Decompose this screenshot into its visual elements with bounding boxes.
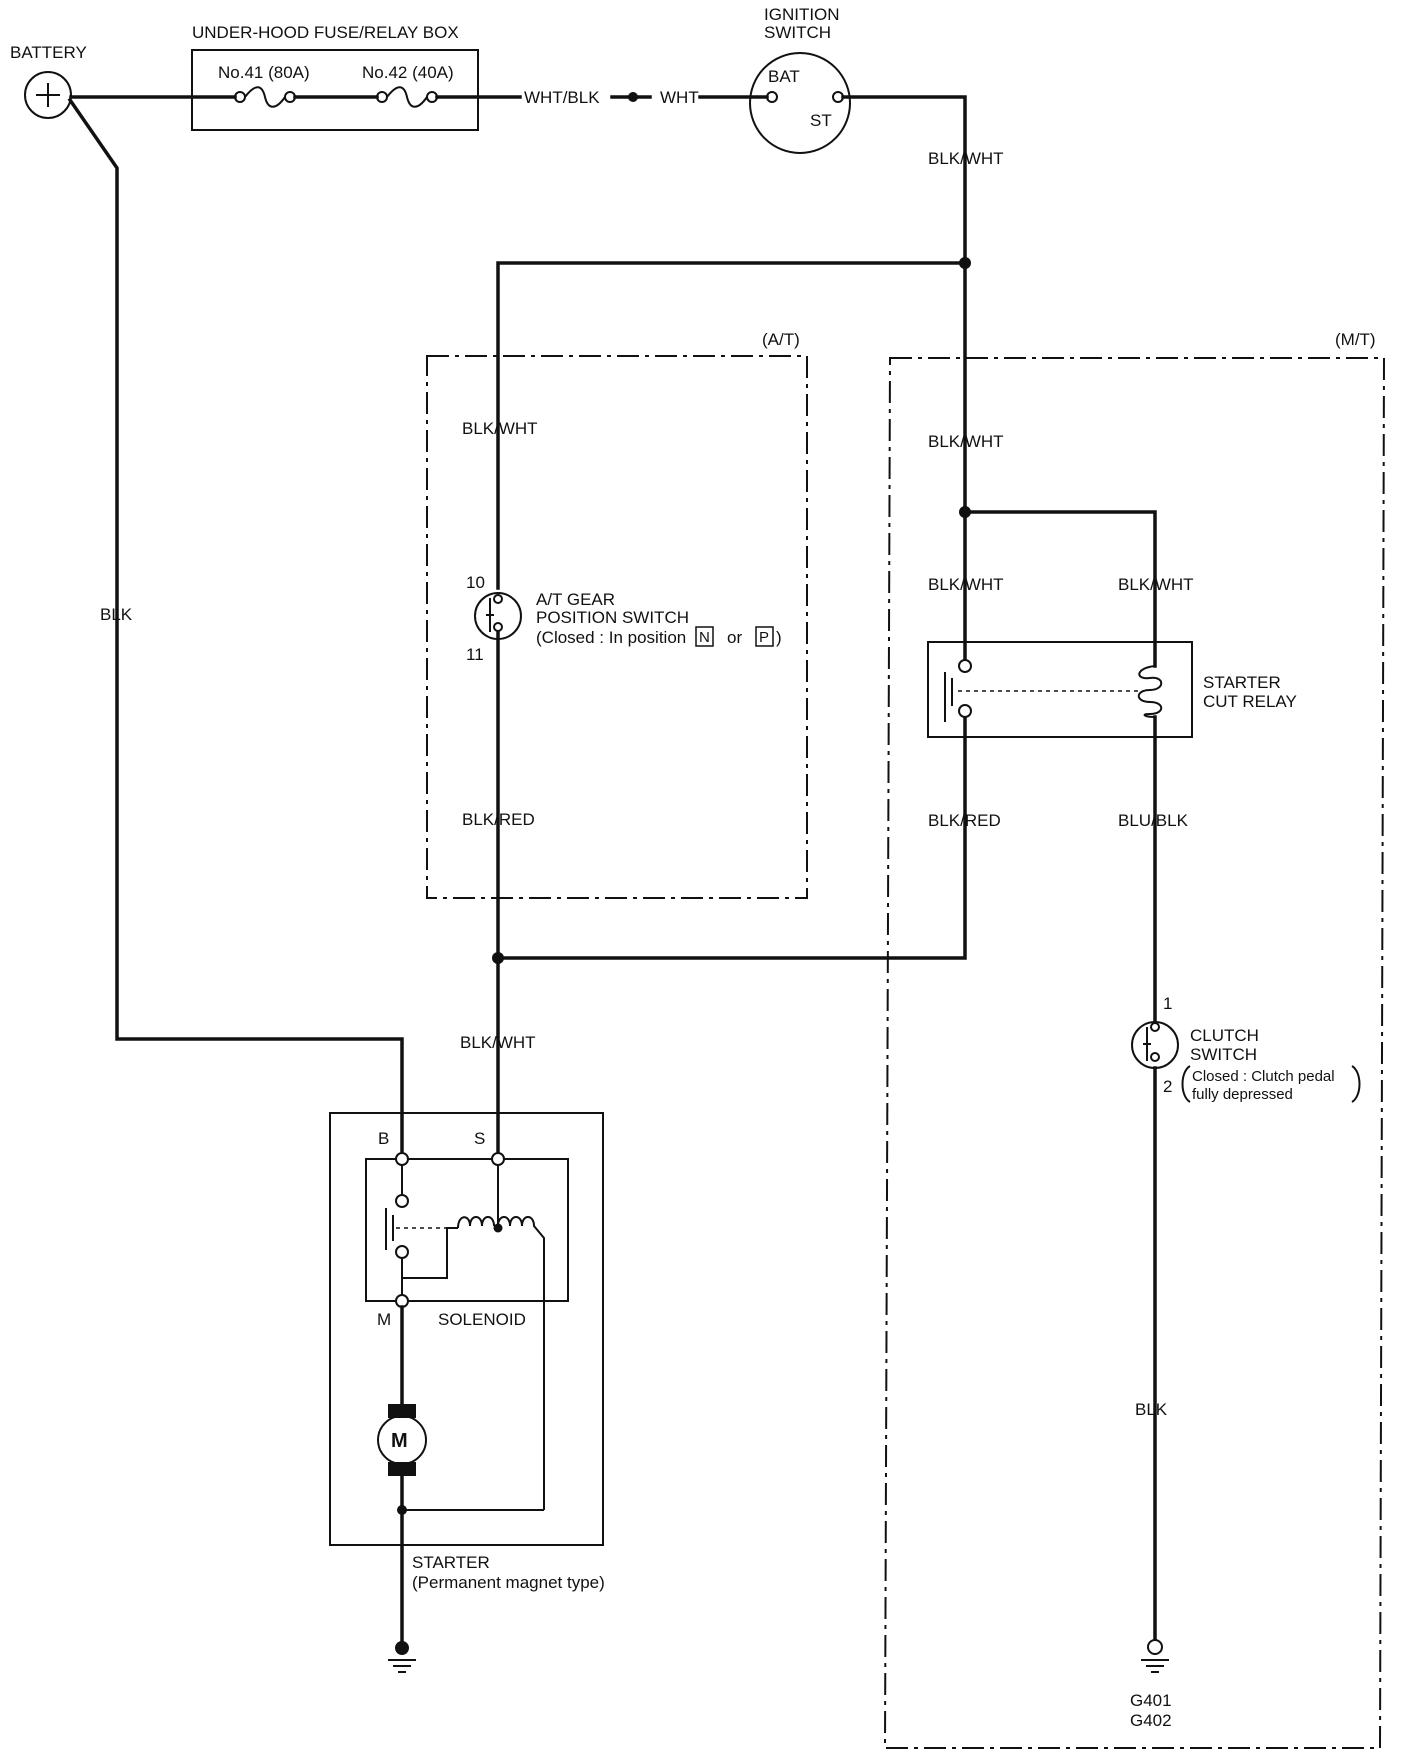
terminal-s <box>491 1152 505 1166</box>
wire-label-at-in: BLK/WHT <box>462 419 538 438</box>
wire-label-at-out: BLK/RED <box>462 810 535 829</box>
fuse-box-label: UNDER-HOOD FUSE/RELAY BOX <box>192 23 459 42</box>
ignition-label-1: IGNITION <box>764 5 840 24</box>
wire-battery-starter-b <box>67 97 404 1157</box>
wire-label-relay-coil-out: BLU/BLK <box>1118 811 1189 830</box>
at-switch-label-2: POSITION SWITCH <box>536 608 689 627</box>
at-switch-condition: (Closed : In position <box>536 628 686 647</box>
at-gear-position-switch: 10 11 A/T GEAR POSITION SWITCH (Closed :… <box>466 573 782 664</box>
wire-ign-st <box>841 95 967 265</box>
starter-label-1: STARTER <box>412 1553 490 1572</box>
inline-connector <box>628 92 638 102</box>
at-switch-label-1: A/T GEAR <box>536 590 615 609</box>
mt-region: (M/T) <box>883 330 1386 1749</box>
starter-cut-relay: STARTER CUT RELAY <box>927 641 1297 738</box>
wire-feed-at <box>496 261 967 590</box>
clutch-label-1: CLUTCH <box>1190 1026 1259 1045</box>
wire-label-ign-st: BLK/WHT <box>928 149 1004 168</box>
starter-label-2: (Permanent magnet type) <box>412 1573 605 1592</box>
wire-label-relay-coil-in: BLK/WHT <box>1118 575 1194 594</box>
wire-label-wht-blk: WHT/BLK <box>524 88 600 107</box>
position-p-badge: P <box>759 629 769 646</box>
clutch-condition-1: Closed : Clutch pedal <box>1192 1068 1335 1085</box>
starter-terminal-s: S <box>474 1129 485 1148</box>
ground-g401-g402: G401 G402 <box>1130 1639 1172 1730</box>
wire-label-clutch-ground: BLK <box>1135 1400 1168 1419</box>
clutch-pin-1: 1 <box>1163 994 1172 1013</box>
starter-assembly: B S M SOLENOID M STARTER (Permanent magn… <box>329 1112 605 1650</box>
position-n-badge: N <box>699 629 710 646</box>
clutch-pin-2: 2 <box>1163 1077 1172 1096</box>
fuse-41-label: No.41 (80A) <box>218 63 310 82</box>
at-pin-10: 10 <box>466 573 485 592</box>
clutch-label-2: SWITCH <box>1190 1045 1257 1064</box>
starter-ground <box>388 1641 416 1673</box>
ground-label-2: G402 <box>1130 1711 1172 1730</box>
ign-st-label: ST <box>810 111 832 130</box>
mt-region-label: (M/T) <box>1335 330 1376 349</box>
wire-label-relay-contact-out: BLK/RED <box>928 811 1001 830</box>
wire-label-mt-in: BLK/WHT <box>928 432 1004 451</box>
at-switch-condition-end: ) <box>776 628 782 647</box>
terminal-m <box>395 1294 409 1308</box>
starter-terminal-b: B <box>378 1129 389 1148</box>
ground-label-1: G401 <box>1130 1691 1172 1710</box>
fuse-relay-box: UNDER-HOOD FUSE/RELAY BOX No.41 (80A) No… <box>191 23 479 131</box>
clutch-switch: 1 2 CLUTCH SWITCH Closed : Clutch pedal … <box>1131 994 1361 1103</box>
clutch-condition-2: fully depressed <box>1192 1086 1293 1103</box>
at-pin-11: 11 <box>466 645 484 664</box>
terminal-b <box>395 1152 409 1166</box>
fuse-41-symbol <box>234 86 296 108</box>
wire-relay-contact-out <box>496 715 967 960</box>
ignition-switch: BAT ST IGNITION SWITCH <box>749 5 851 154</box>
motor-symbol: M <box>391 1430 408 1452</box>
solenoid-label: SOLENOID <box>438 1310 526 1329</box>
ignition-label-2: SWITCH <box>764 23 831 42</box>
relay-label-1: STARTER <box>1203 673 1281 692</box>
wire-label-relay-contact-in: BLK/WHT <box>928 575 1004 594</box>
wire-label-starter-s: BLK/WHT <box>460 1033 536 1052</box>
relay-label-2: CUT RELAY <box>1203 692 1297 711</box>
wire-label-wht: WHT <box>660 88 699 107</box>
battery: BATTERY <box>10 43 87 119</box>
ign-bat-label: BAT <box>768 67 800 86</box>
starter-terminal-m: M <box>377 1310 391 1329</box>
wire-relay-coil-in <box>963 510 1157 668</box>
fuse-42-symbol <box>376 86 438 108</box>
at-switch-or: or <box>727 628 742 647</box>
at-region: (A/T) <box>426 330 808 899</box>
at-region-label: (A/T) <box>762 330 800 349</box>
fuse-42-label: No.42 (40A) <box>362 63 454 82</box>
battery-label: BATTERY <box>10 43 87 62</box>
wire-label-blk-battery: BLK <box>100 605 133 624</box>
